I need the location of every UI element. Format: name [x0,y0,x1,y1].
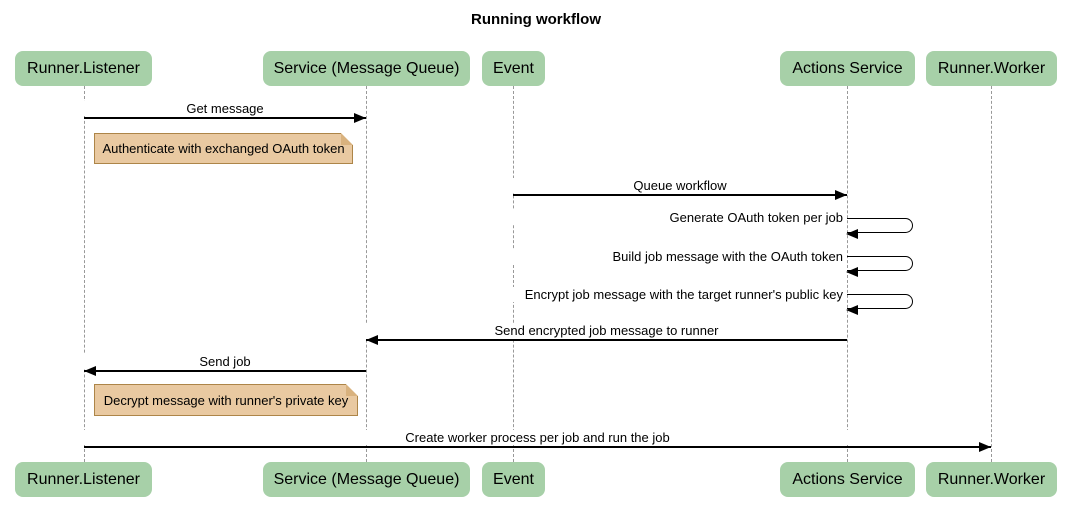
message-line-send-job [84,370,366,372]
arrowhead-left-icon [84,366,96,376]
message-label-send-job: Send job [84,354,366,369]
participant-bottom-service-message-queue: Service (Message Queue) [263,462,470,497]
participant-bottom-runner-worker: Runner.Worker [926,462,1057,497]
participant-bottom-runner-listener: Runner.Listener [15,462,152,497]
note-text: Authenticate with exchanged OAuth token [102,141,345,156]
lifeline-event [513,86,514,462]
message-label-generate-oauth-token: Generate OAuth token per job [400,210,843,225]
message-line-send-encrypted-job [366,339,847,341]
note-text: Decrypt message with runner's private ke… [103,392,349,408]
message-label-encrypt-job-message: Encrypt job message with the target runn… [400,287,843,302]
participant-top-service-message-queue: Service (Message Queue) [263,51,470,86]
self-loop-encrypt-job-message [846,294,913,315]
participant-top-runner-listener: Runner.Listener [15,51,152,86]
message-line-queue-workflow [513,194,847,196]
arrowhead-left-icon [846,228,858,239]
participant-top-runner-worker: Runner.Worker [926,51,1057,86]
message-label-queue-workflow: Queue workflow [513,178,847,193]
message-label-get-message: Get message [84,101,366,116]
lifeline-runner-listener [84,86,85,462]
arrowhead-right-icon [979,442,991,452]
message-label-create-worker-process: Create worker process per job and run th… [84,430,991,445]
message-line-create-worker-process [84,446,991,448]
participant-bottom-event: Event [482,462,545,497]
message-label-send-encrypted-job: Send encrypted job message to runner [366,323,847,338]
participant-bottom-actions-service: Actions Service [780,462,915,497]
self-loop-generate-oauth-token [846,218,913,239]
note-authenticate: Authenticate with exchanged OAuth token [94,133,353,164]
arrowhead-left-icon [846,304,858,315]
message-label-build-job-message: Build job message with the OAuth token [400,249,843,264]
note-decrypt: Decrypt message with runner's private ke… [94,384,358,416]
self-loop-build-job-message [846,256,913,277]
lifeline-runner-worker [991,86,992,462]
participant-top-event: Event [482,51,545,86]
participant-top-actions-service: Actions Service [780,51,915,86]
lifeline-service-message-queue [366,86,367,462]
arrowhead-right-icon [354,113,366,123]
arrowhead-right-icon [835,190,847,200]
diagram-title: Running workflow [471,11,601,28]
arrowhead-left-icon [846,266,858,277]
arrowhead-left-icon [366,335,378,345]
message-line-get-message [84,117,366,119]
